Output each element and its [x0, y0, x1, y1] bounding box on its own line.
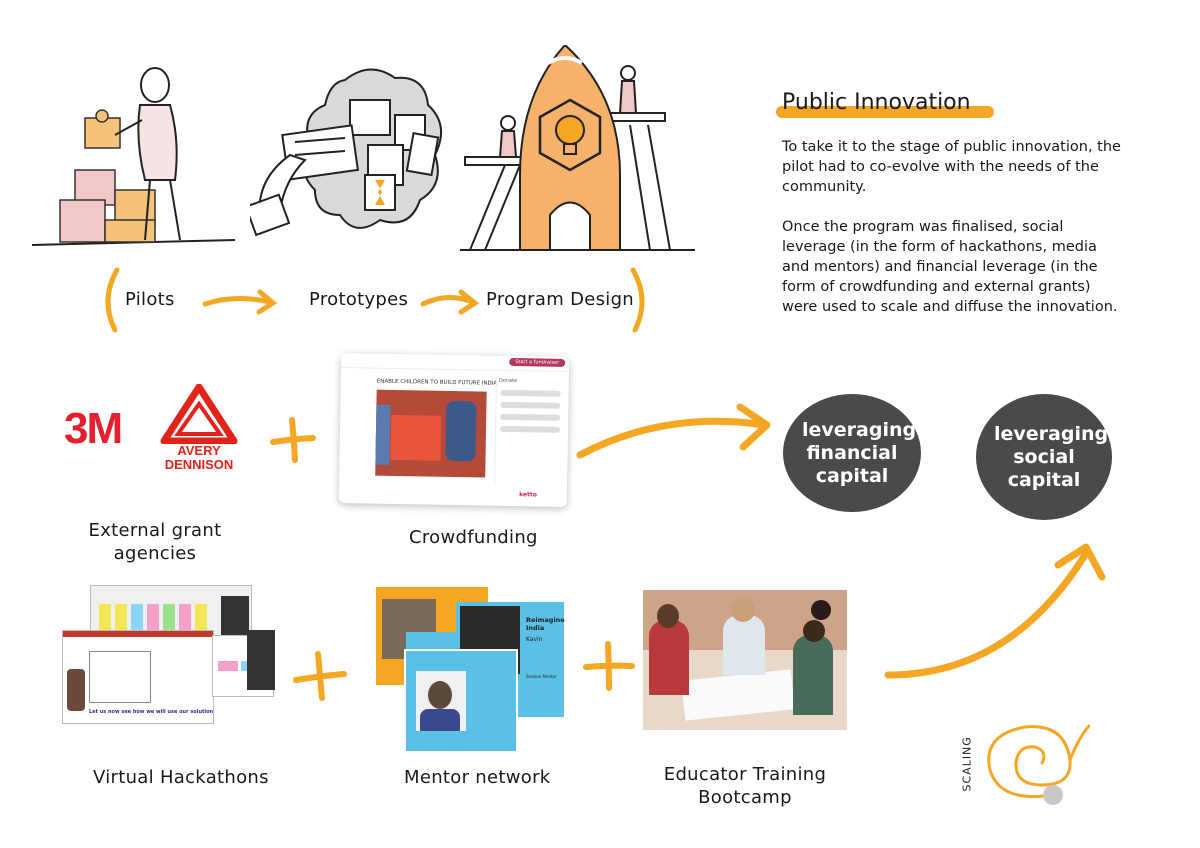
financial-capital-circle: leveraging financial capital	[783, 394, 921, 512]
caption-educator-training: Educator Training Bootcamp	[663, 764, 827, 808]
crowdfunding-headline: ENABLE CHILDREN TO BUILD FUTURE INDIA	[376, 378, 498, 387]
hackathon-caption: Let us now see how we will use our solut…	[89, 709, 214, 715]
scaling-label: SCALING	[960, 736, 974, 792]
plus-icon-2	[293, 651, 347, 701]
mentor-name: Kavin	[526, 636, 543, 643]
crowdfunding-photo	[375, 389, 487, 478]
plus-icon	[270, 417, 316, 463]
crowdfunding-screenshot: Start a fundraiser ENABLE CHILDREN TO BU…	[338, 353, 570, 507]
spiral-dot	[1043, 785, 1063, 805]
plus-icon-3	[583, 641, 635, 691]
avery-dennison-logo: AVERY DENNISON	[158, 384, 240, 474]
hackathon-screenshots: Let us now see how we will use our solut…	[62, 585, 277, 725]
stage-prototypes: Prototypes	[309, 289, 409, 310]
educator-training-photo	[643, 590, 847, 730]
pilots-illustration	[31, 67, 236, 246]
threem-logo: 3M	[64, 404, 123, 453]
stage-pilots: Pilots	[125, 289, 175, 310]
mentor-card-2	[404, 649, 518, 753]
donate-label: Donate	[498, 377, 518, 385]
financial-capital-label: leveraging financial capital	[802, 418, 917, 487]
public-innovation-para1: To take it to the stage of public innova…	[782, 139, 1121, 195]
crowdfunding-sidebar: Donate	[494, 375, 565, 487]
heading-highlight	[776, 106, 994, 118]
caption-virtual-hackathons: Virtual Hackathons	[93, 767, 269, 788]
arrow-to-financial	[576, 403, 771, 459]
avery-triangle-icon	[160, 384, 238, 444]
mentor-network-collage: Reimagine India Kavin Session Mentor	[376, 587, 568, 753]
prototypes-illustration	[250, 68, 443, 237]
avery-line1: AVERY	[177, 443, 221, 458]
mentor-card-title: Reimagine India	[526, 616, 565, 632]
stage-flow-arrows	[105, 267, 645, 333]
mentor-role: Session Mentor	[526, 674, 557, 679]
social-capital-label: leveraging social capital	[994, 422, 1109, 491]
hackathon-slide: Let us now see how we will use our solut…	[62, 630, 214, 724]
public-innovation-title: Public Innovation	[782, 90, 971, 115]
scaling-arrow	[884, 543, 1106, 679]
public-innovation-heading: Public Innovation	[776, 90, 1002, 120]
public-innovation-para2: Once the program was finalised, social l…	[782, 219, 1118, 315]
caption-crowdfunding: Crowdfunding	[409, 527, 538, 548]
stage-program-design: Program Design	[486, 289, 635, 310]
program-design-illustration	[460, 45, 695, 251]
caption-external-grants: External grant agencies	[88, 520, 222, 564]
social-capital-circle: leveraging social capital	[976, 394, 1112, 520]
start-fundraiser-button: Start a fundraiser	[509, 357, 566, 367]
ketto-brand: ketto	[519, 491, 537, 499]
caption-mentor-network: Mentor network	[404, 767, 551, 788]
avery-line2: DENNISON	[164, 457, 234, 472]
scaling-spiral-icon	[987, 723, 1090, 805]
